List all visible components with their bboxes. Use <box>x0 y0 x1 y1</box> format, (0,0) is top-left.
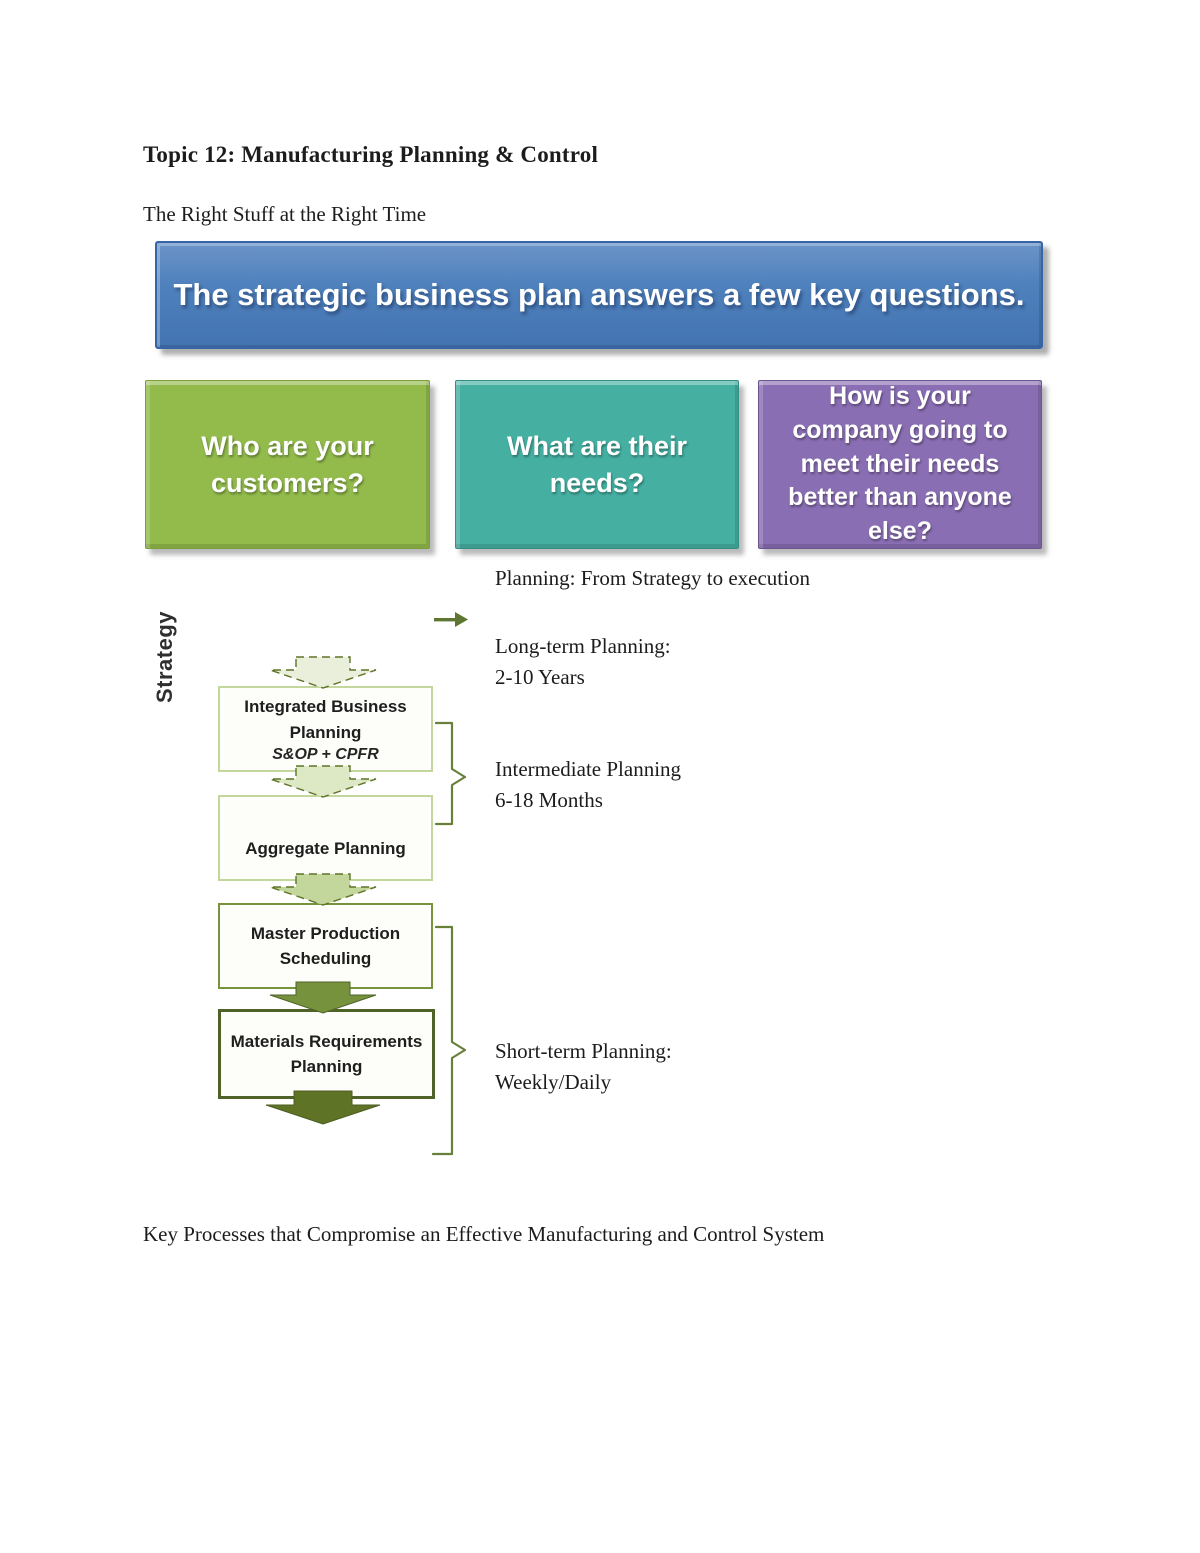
horizon-short-term: Short-term Planning: Weekly/Daily <box>495 1036 672 1098</box>
down-arrow-icon <box>269 656 377 689</box>
planning-heading: Planning: From Strategy to execution <box>495 566 810 590</box>
flow-box-materials-requirements-planning: Materials Requirements Planning <box>218 1009 435 1099</box>
flow-box-title: Master Production Scheduling <box>250 923 401 969</box>
strategic-plan-banner: The strategic business plan answers a fe… <box>155 241 1043 349</box>
question-text: Who are your customers? <box>201 431 374 498</box>
right-arrow-icon <box>434 612 468 627</box>
horizon-range: 6-18 Months <box>495 788 603 812</box>
brace-short-term-planning <box>431 925 467 1156</box>
horizon-label: Intermediate Planning <box>495 757 682 781</box>
question-text: How is your company going to meet their … <box>788 382 1012 546</box>
footer-heading: Key Processes that Compromise an Effecti… <box>143 1222 825 1246</box>
horizon-range: Weekly/Daily <box>495 1070 612 1094</box>
question-box-meet-needs: How is your company going to meet their … <box>758 380 1042 549</box>
flow-box-subtitle: S&OP + CPFR <box>272 746 379 763</box>
horizon-label: Long-term Planning: <box>495 634 671 658</box>
question-box-needs: What are their needs? <box>455 380 739 549</box>
horizon-intermediate: Intermediate Planning 6-18 Months <box>495 754 681 816</box>
horizon-label: Short-term Planning: <box>495 1039 672 1063</box>
horizon-long-term: Long-term Planning: 2-10 Years <box>495 631 671 693</box>
brace-intermediate-planning <box>434 721 467 826</box>
strategy-axis-label: Strategy <box>152 610 177 703</box>
banner-text: The strategic business plan answers a fe… <box>173 277 1025 312</box>
flow-box-title: Materials Requirements Planning <box>230 1031 423 1077</box>
page-title: Topic 12: Manufacturing Planning & Contr… <box>143 142 599 167</box>
intro-text: The Right Stuff at the Right Time <box>143 202 427 226</box>
flow-box-integrated-business-planning: Integrated Business Planning S&OP + CPFR <box>218 686 433 772</box>
flow-box-master-production-scheduling: Master Production Scheduling <box>218 903 433 989</box>
flow-box-title: Aggregate Planning <box>245 839 406 859</box>
flow-box-title: Integrated Business Planning <box>244 697 407 742</box>
flow-box-aggregate-planning: Aggregate Planning <box>218 795 433 881</box>
question-box-customers: Who are your customers? <box>145 380 430 549</box>
question-text: What are their needs? <box>506 431 688 498</box>
horizon-range: 2-10 Years <box>495 665 585 689</box>
